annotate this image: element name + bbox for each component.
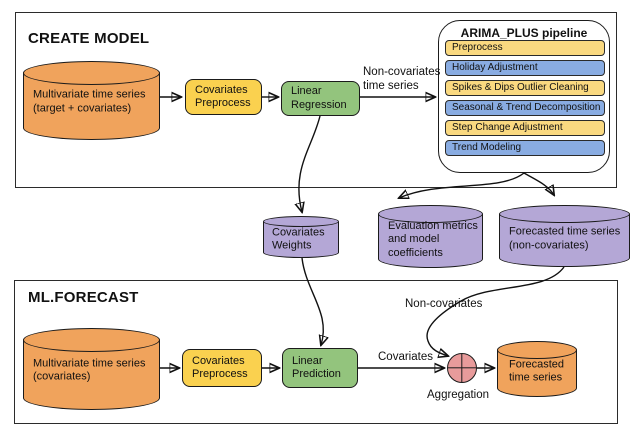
cylinder-top-ellipse: [499, 205, 630, 223]
cylinder-label: Multivariate time series (target + covar…: [33, 88, 146, 115]
noncovariates-edge-label: Non-covariates: [405, 298, 483, 310]
arima-plus-pipeline-panel: ARIMA_PLUS pipeline Preprocess Holiday A…: [438, 20, 610, 173]
cylinder-top-ellipse: [497, 341, 577, 359]
multivariate-covariates-cylinder: Multivariate time series (covariates): [23, 328, 160, 410]
linear-prediction-box: Linear Prediction: [282, 348, 358, 388]
cylinder-body: [378, 214, 483, 268]
cylinder-top-ellipse: [378, 205, 483, 223]
noncovariates-time-series-edge-label: Non-covariates time series: [363, 66, 441, 92]
cylinder-top-ellipse: [23, 61, 160, 85]
aggregation-label: Aggregation: [427, 389, 490, 401]
cylinder-label: Covariates Weights: [272, 226, 325, 252]
multivariate-target-covariates-cylinder: Multivariate time series (target + covar…: [23, 61, 160, 140]
covariates-preprocess-box-train: Covariates Preprocess: [185, 79, 262, 115]
cylinder-body: [263, 221, 339, 258]
cylinder-top-ellipse: [263, 216, 339, 227]
pipeline-step-holiday-adjustment: Holiday Adjustment: [445, 60, 605, 76]
linear-regression-box: Linear Regression: [281, 81, 360, 116]
arima-plus-pipeline-title: ARIMA_PLUS pipeline: [460, 26, 588, 40]
create-model-title: CREATE MODEL: [28, 30, 150, 47]
pipeline-step-preprocess: Preprocess: [445, 40, 605, 56]
cylinder-label: Forecasted time series (non-covariates): [509, 225, 621, 252]
ml-forecast-title: ML.FORECAST: [28, 289, 139, 306]
pipeline-step-seasonal-trend-decomposition: Seasonal & Trend Decomposition: [445, 100, 605, 116]
pipeline-step-spikes-dips-outlier-cleaning: Spikes & Dips Outlier Cleaning: [445, 80, 605, 96]
covariates-preprocess-box-forecast: Covariates Preprocess: [182, 349, 262, 387]
pipeline-step-step-change-adjustment: Step Change Adjustment: [445, 120, 605, 136]
cylinder-label: Multivariate time series (covariates): [33, 357, 146, 383]
cylinder-label: Evaluation metrics and model coefficient…: [388, 219, 478, 259]
covariates-edge-label: Covariates: [378, 351, 433, 363]
evaluation-metrics-cylinder: Evaluation metrics and model coefficient…: [378, 205, 483, 268]
forecasted-noncovariates-cylinder: Forecasted time series (non-covariates): [499, 205, 630, 267]
cylinder-label: Forecasted time series: [509, 358, 565, 384]
cylinder-top-ellipse: [23, 328, 160, 352]
covariates-weights-cylinder: Covariates Weights: [263, 216, 339, 258]
pipeline-step-trend-modeling: Trend Modeling: [445, 140, 605, 156]
aggregation-circle-icon: [447, 353, 477, 383]
forecasted-time-series-cylinder: Forecasted time series: [497, 341, 577, 397]
